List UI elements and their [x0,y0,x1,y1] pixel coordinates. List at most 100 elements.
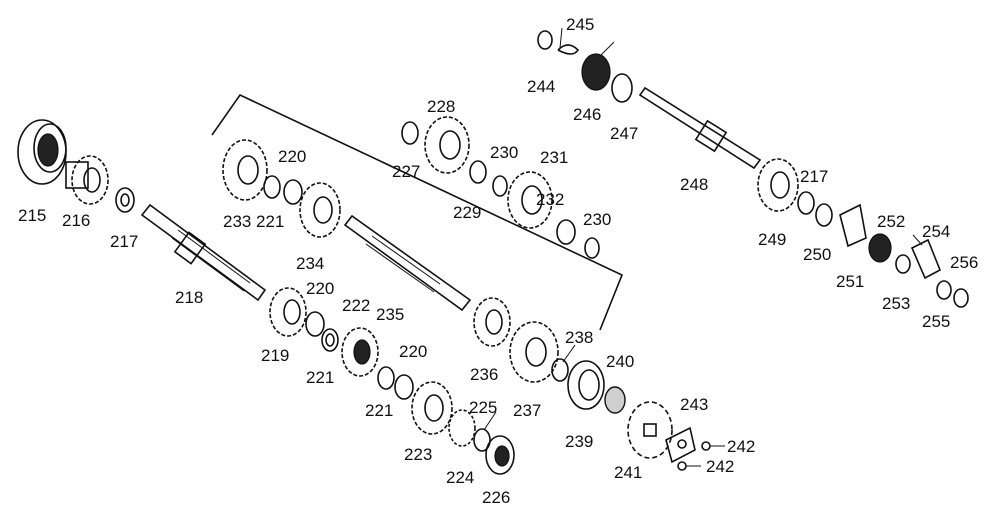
label-230a: 230 [490,143,518,162]
label-221c: 221 [256,212,284,231]
clip-245 [557,44,580,55]
label-242a: 242 [727,437,755,456]
label-236: 236 [470,365,498,384]
label-232: 232 [536,190,564,209]
bushing-232 [556,219,576,245]
label-237: 237 [513,401,541,420]
label-242b: 242 [706,457,734,476]
label-238: 238 [565,328,593,347]
gear-237 [509,321,559,383]
gear-224 [448,409,476,447]
washer-221c [263,175,281,199]
spring-seat-254 [910,238,942,280]
label-250: 250 [803,245,831,264]
washer-217b [797,191,815,215]
label-220c: 220 [278,147,306,166]
label-241: 241 [614,463,642,482]
kickstarter-shaft-248 [638,86,762,170]
washer-220c [283,179,303,205]
washer-225 [473,428,491,452]
label-252: 252 [877,212,905,231]
label-235: 235 [376,305,404,324]
washer-256 [953,288,969,308]
gear-246 [581,53,611,91]
bearing-239 [567,360,605,410]
label-245: 245 [566,15,594,34]
label-217a: 217 [110,232,138,251]
label-253: 253 [882,294,910,313]
label-249: 249 [758,230,786,249]
label-218: 218 [175,288,203,307]
bushing-229 [469,160,487,184]
label-247: 247 [610,124,638,143]
washer-221b [377,366,395,390]
plate-243 [665,426,696,464]
label-224: 224 [446,468,474,487]
bolt-242a [701,441,725,451]
label-225: 225 [469,398,497,417]
label-222: 222 [342,296,370,315]
label-254: 254 [922,222,950,241]
washer-221a [321,328,339,352]
gear-222 [341,327,379,377]
label-220b: 220 [399,342,427,361]
label-223: 223 [404,445,432,464]
gear-228 [424,116,470,174]
label-230b: 230 [583,210,611,229]
label-244: 244 [527,77,555,96]
washer-238 [551,358,569,382]
label-221b: 221 [365,401,393,420]
gear-231 [507,171,553,229]
label-217b: 217 [800,167,828,186]
label-243: 243 [680,395,708,414]
mainshaft-218 [140,203,267,302]
countershaft-group-bracket [211,93,624,331]
washer-255 [936,280,952,300]
washer-230b [584,237,600,259]
label-227: 227 [392,162,420,181]
gear-234 [299,182,341,238]
label-246: 246 [573,105,601,124]
washer-220b [394,374,414,400]
gear-236 [473,297,511,347]
bolt-242b [677,461,701,471]
washer-244 [537,30,553,50]
label-234: 234 [296,254,324,273]
gear-249 [757,158,799,212]
label-228: 228 [427,97,455,116]
label-231: 231 [540,148,568,167]
washer-250 [815,203,833,227]
label-219: 219 [261,346,289,365]
gear-233 [222,139,268,201]
washer-253 [895,254,911,274]
ratchet-251 [839,203,867,248]
label-216: 216 [62,211,90,230]
countershaft-235 [343,214,472,312]
washer-247 [611,73,633,103]
collar-240 [604,386,626,414]
label-256: 256 [950,253,978,272]
label-229: 229 [453,203,481,222]
leader-lines [483,27,923,431]
gear-216 [65,155,109,205]
washer-217a [115,187,135,213]
label-240: 240 [606,352,634,371]
label-239: 239 [565,432,593,451]
label-255: 255 [922,312,950,331]
label-221a: 221 [306,368,334,387]
bearing-215 [17,119,67,185]
gear-219 [269,287,307,337]
washer-220a [305,311,325,337]
label-226: 226 [482,488,510,507]
sprocket-241 [627,401,673,459]
label-215: 215 [18,206,46,225]
spring-252 [868,233,892,263]
label-233: 233 [223,212,251,231]
washer-227 [401,121,419,145]
washer-230a [492,175,508,197]
bearing-226 [485,435,515,475]
gear-223 [411,381,453,435]
label-248: 248 [680,175,708,194]
